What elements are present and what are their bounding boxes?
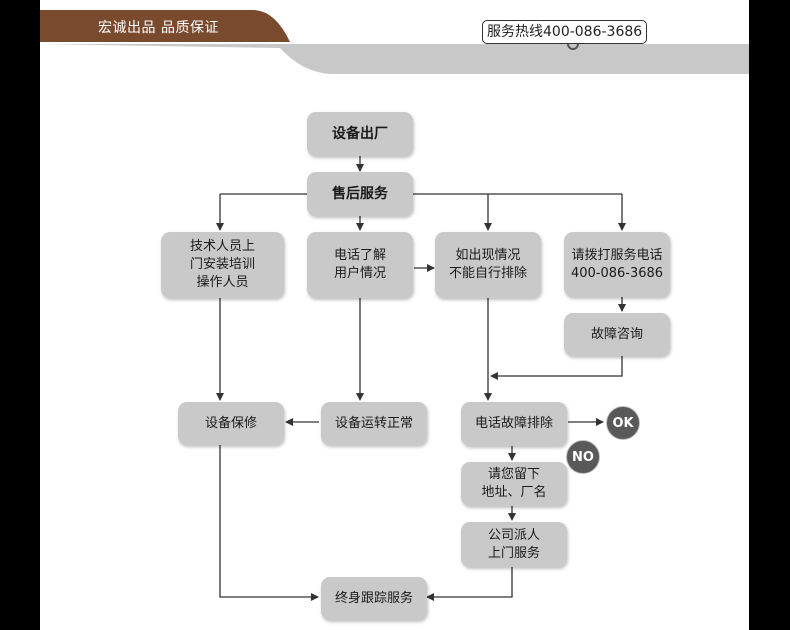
arrow-repair-to-lifetime — [219, 445, 319, 601]
step-running-ok: 设备运转正常 — [321, 402, 427, 445]
step-phone-troubleshoot: 电话故障排除 — [461, 402, 567, 446]
arrow-dispatch-to-lifetime — [426, 567, 513, 601]
gray-banner-band — [40, 44, 749, 74]
arrow-consult-to-merge — [490, 356, 623, 380]
step-onsite-training: 技术人员上 门安装培训 操作人员 — [161, 232, 284, 298]
step-lifetime: 终身跟踪服务 — [321, 577, 427, 620]
step-dispatch: 公司派人 上门服务 — [461, 522, 567, 567]
flow-connectors — [216, 156, 626, 601]
step-shipment: 设备出厂 — [307, 112, 413, 156]
brown-banner-band — [40, 10, 290, 42]
step-fault-consult: 故障咨询 — [564, 313, 670, 356]
header-banner — [40, 10, 749, 74]
step-phone-check: 电话了解 用户情况 — [307, 232, 413, 298]
step-self-check: 如出现情况 不能自行排除 — [435, 232, 541, 298]
step-call-hotline: 请拨打服务电话 400-086-3686 — [564, 232, 670, 297]
step-leave-address: 请您留下 地址、厂名 — [461, 462, 567, 506]
step-after-sales: 售后服务 — [307, 172, 413, 216]
brand-slogan: 宏诚出品 品质保证 — [98, 20, 219, 36]
step-repair: 设备保修 — [178, 402, 284, 445]
flowchart-canvas: 宏诚出品 品质保证 服务热线400-086-3686 — [40, 0, 749, 630]
no-badge: NO — [566, 440, 600, 474]
service-hotline-badge: 服务热线400-086-3686 — [482, 20, 648, 44]
ok-badge: OK — [606, 406, 640, 440]
